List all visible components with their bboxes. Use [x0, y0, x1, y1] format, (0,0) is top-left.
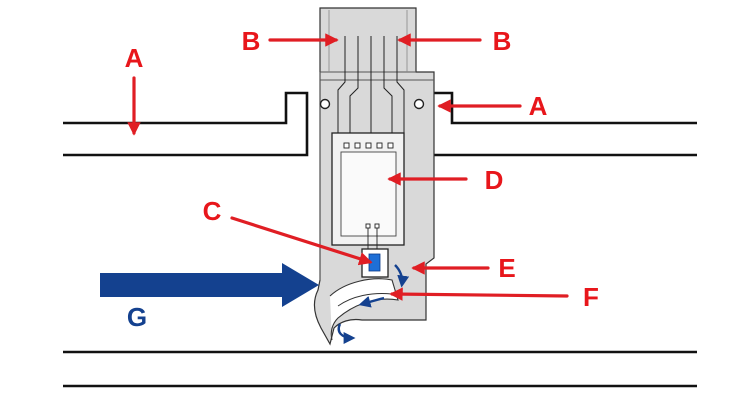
label-b-left: B: [242, 26, 261, 56]
label-e: E: [498, 253, 515, 283]
flow-arrow-down: [394, 264, 410, 288]
sensor-housing: [313, 7, 435, 346]
duct-upper-wall-right: [427, 91, 697, 157]
channel-flow-arrows: [337, 264, 410, 344]
o-ring-right: [413, 98, 425, 110]
main-airflow-arrow: [100, 263, 319, 307]
duct-walls: [63, 91, 697, 388]
board-contacts: [343, 142, 394, 229]
label-a-right: A: [529, 91, 548, 121]
arrow-f: [389, 287, 569, 301]
circuit-board-inner: [340, 151, 397, 237]
label-f: F: [583, 282, 599, 312]
label-arrows: [127, 33, 569, 301]
flow-arrow-left: [358, 296, 385, 308]
bypass-channel-inner: [337, 293, 393, 307]
duct-upper-wall-left: [63, 91, 309, 157]
diagram-labels: A B B A D C E F G: [125, 26, 599, 332]
label-c: C: [203, 196, 222, 226]
arrow-c: [230, 216, 373, 266]
connector-pins: [337, 36, 405, 144]
label-b-right: B: [493, 26, 512, 56]
label-a-left: A: [125, 43, 144, 73]
label-g: G: [127, 302, 147, 332]
flow-arrow-exit: [337, 323, 356, 344]
o-ring-left: [319, 98, 331, 110]
label-d: D: [485, 165, 504, 195]
